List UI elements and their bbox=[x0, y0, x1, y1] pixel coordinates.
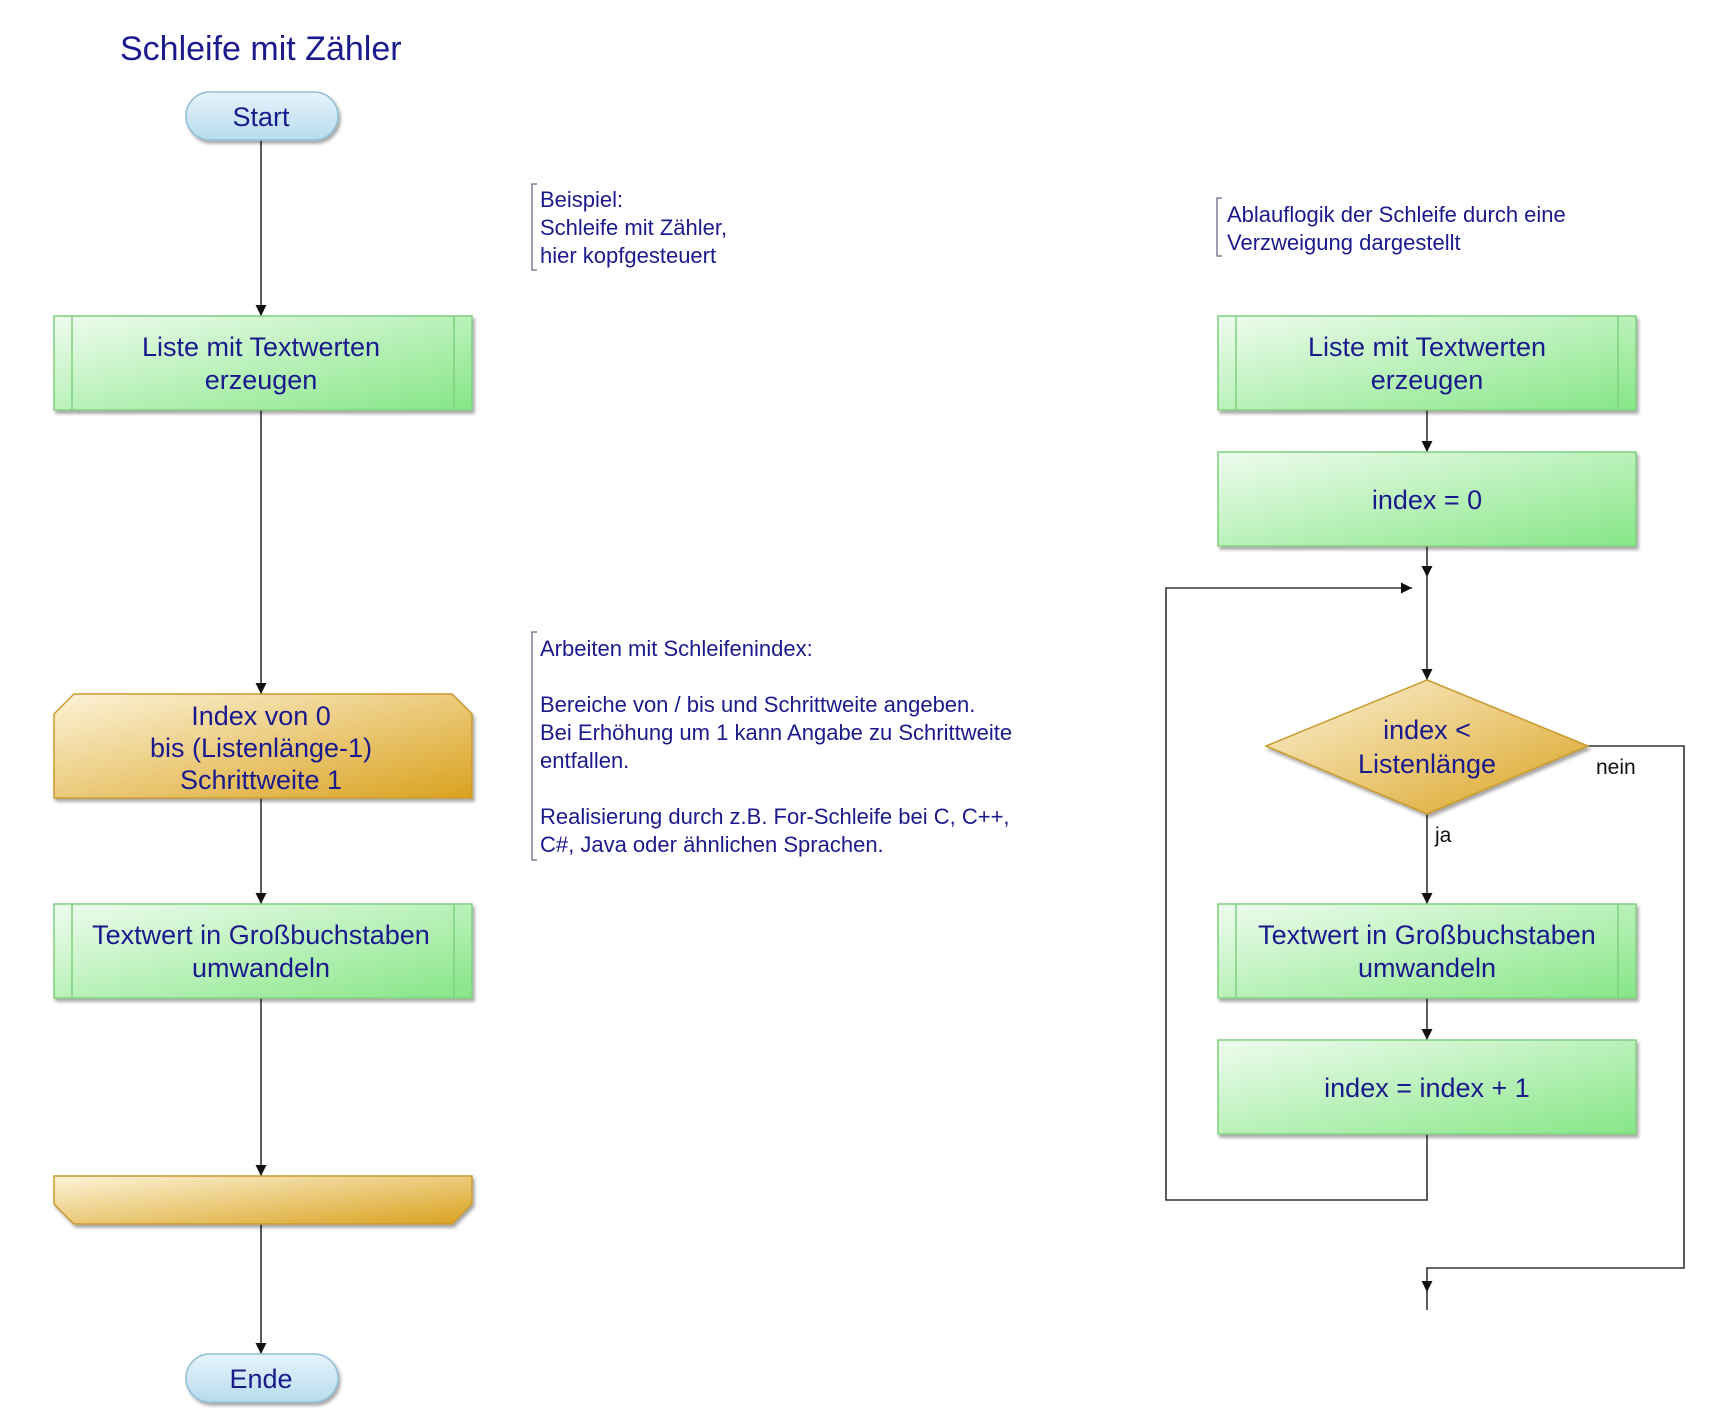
note-index-line-7: Realisierung durch z.B. For-Schleife bei… bbox=[540, 804, 1010, 829]
note-index-line-1: Arbeiten mit Schleifenindex: bbox=[540, 636, 813, 661]
create-list-box-right: Liste mit Textwerten erzeugen bbox=[1217, 315, 1637, 411]
create-list-box-left: Liste mit Textwerten erzeugen bbox=[53, 315, 473, 411]
convert-box-right: Textwert in Großbuchstaben umwandeln bbox=[1217, 903, 1637, 999]
create-list-line-1: Liste mit Textwerten bbox=[142, 332, 380, 362]
decision-line-2: Listenlänge bbox=[1358, 749, 1496, 779]
start-label: Start bbox=[232, 102, 290, 132]
loop-end-box bbox=[53, 1175, 473, 1225]
note-example-line-2: Schleife mit Zähler, bbox=[540, 215, 727, 240]
convert-line-1: Textwert in Großbuchstaben bbox=[92, 920, 430, 950]
note-logic-line-1: Ablauflogik der Schleife durch eine bbox=[1227, 202, 1566, 227]
note-index-line-4: Bei Erhöhung um 1 kann Angabe zu Schritt… bbox=[540, 720, 1012, 745]
loop-head-line-1: Index von 0 bbox=[191, 701, 331, 731]
connector-no-branch bbox=[1421, 745, 1685, 1292]
end-terminal: Ende bbox=[185, 1353, 339, 1403]
increment-index-box: index = index + 1 bbox=[1217, 1039, 1637, 1135]
increment-label: index = index + 1 bbox=[1324, 1073, 1530, 1103]
note-example-line-3: hier kopfgesteuert bbox=[540, 243, 716, 268]
convert-line-2: umwandeln bbox=[192, 953, 330, 983]
note-example-line-1: Beispiel: bbox=[540, 187, 623, 212]
note-logic-line-2: Verzweigung dargestellt bbox=[1227, 230, 1461, 255]
note-example: Beispiel: Schleife mit Zähler, hier kopf… bbox=[531, 183, 727, 271]
decision-diamond: index < Listenlänge bbox=[1264, 679, 1590, 815]
convert-box-left: Textwert in Großbuchstaben umwandeln bbox=[53, 903, 473, 999]
note-index-line-8: C#, Java oder ähnlichen Sprachen. bbox=[540, 832, 884, 857]
r-convert-line-2: umwandeln bbox=[1358, 953, 1496, 983]
diagram-title: Schleife mit Zähler bbox=[120, 30, 402, 68]
loop-head-line-2: bis (Listenlänge-1) bbox=[150, 733, 372, 763]
decision-line-1: index < bbox=[1383, 715, 1471, 745]
r-create-list-line-2: erzeugen bbox=[1371, 365, 1484, 395]
loop-start-box: Index von 0 bis (Listenlänge-1) Schrittw… bbox=[53, 693, 473, 799]
yes-label: ja bbox=[1434, 824, 1452, 847]
create-list-line-2: erzeugen bbox=[205, 365, 318, 395]
loop-head-line-3: Schrittweite 1 bbox=[180, 765, 342, 795]
init-index-label: index = 0 bbox=[1372, 485, 1482, 515]
note-index-line-5: entfallen. bbox=[540, 748, 629, 773]
no-label: nein bbox=[1596, 756, 1636, 779]
r-convert-line-1: Textwert in Großbuchstaben bbox=[1258, 920, 1596, 950]
r-create-list-line-1: Liste mit Textwerten bbox=[1308, 332, 1546, 362]
note-index-line-3: Bereiche von / bis und Schrittweite ange… bbox=[540, 692, 975, 717]
init-index-box: index = 0 bbox=[1217, 451, 1637, 547]
note-index: Arbeiten mit Schleifenindex: Bereiche vo… bbox=[531, 631, 1012, 861]
start-terminal: Start bbox=[185, 91, 339, 141]
note-logic: Ablauflogik der Schleife durch eine Verz… bbox=[1216, 197, 1566, 257]
connector-loop-back bbox=[1165, 582, 1428, 1201]
end-label: Ende bbox=[229, 1364, 292, 1394]
